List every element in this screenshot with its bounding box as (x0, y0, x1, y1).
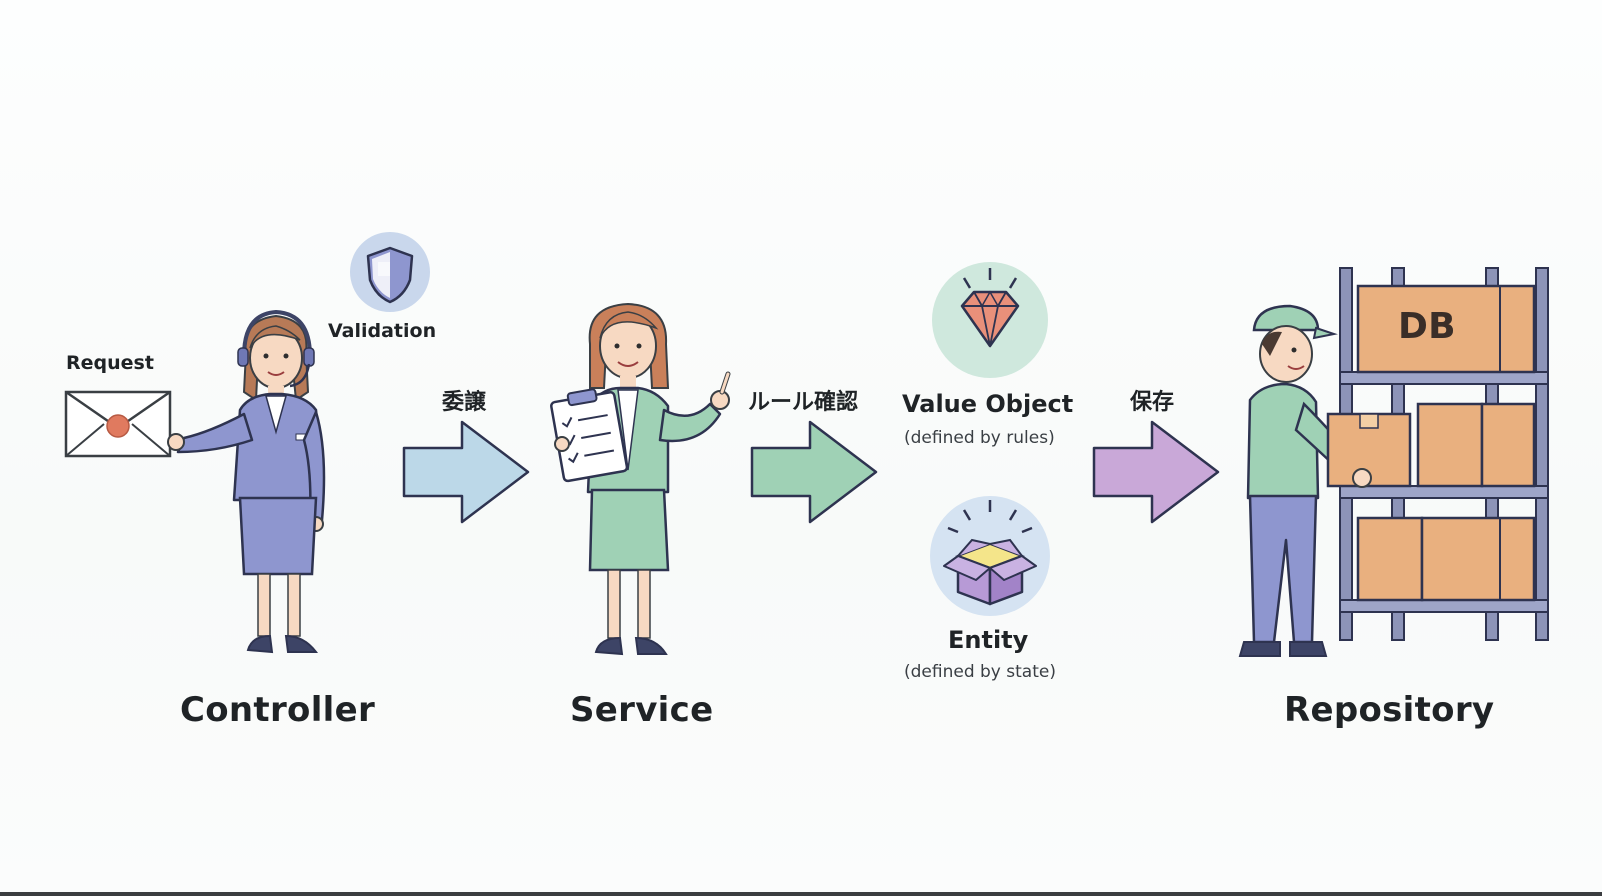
storage-shelf (1339, 267, 1549, 641)
save-label: 保存 (1130, 390, 1175, 415)
service-label: Service (570, 690, 714, 730)
bottom-border (0, 892, 1602, 896)
value-object-label: Value Object (902, 390, 1074, 418)
entity-subtitle: (defined by state) (904, 662, 1056, 682)
arrow-value-object-to-repository (1092, 420, 1220, 524)
controller-label: Controller (180, 690, 376, 730)
controller-person (167, 309, 326, 654)
arrow-service-to-value-object (750, 420, 878, 524)
envelope-icon (64, 390, 172, 458)
delegate-label: 委譲 (442, 390, 487, 415)
service-person (586, 302, 731, 656)
entity-label: Entity (948, 626, 1029, 654)
open-box-icon (930, 496, 1050, 616)
rule-check-label: ルール確認 (748, 390, 859, 415)
clipboard-icon (550, 388, 629, 483)
repository-label: Repository (1284, 690, 1495, 730)
shield-icon (350, 232, 430, 312)
request-label: Request (66, 352, 154, 374)
arrow-controller-to-service (402, 420, 530, 524)
repository-worker (1238, 304, 1412, 657)
value-object-subtitle: (defined by rules) (904, 428, 1055, 448)
db-label: DB (1398, 306, 1456, 347)
gem-icon (932, 262, 1048, 378)
validation-label: Validation (328, 320, 437, 342)
